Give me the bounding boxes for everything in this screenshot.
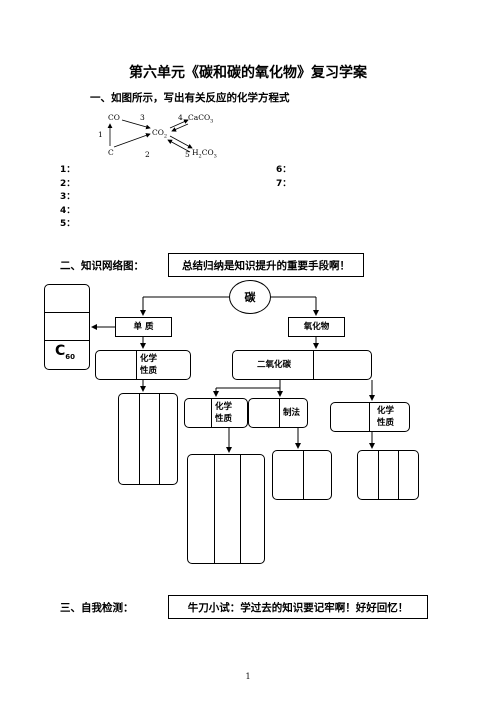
section2-note: 总结归纳是知识提升的重要手段啊！ [168, 253, 364, 277]
carbon-chem-label: 化学 性质 [140, 354, 158, 376]
co2-box: 二氧化碳 [232, 350, 372, 380]
oxide-box: 氧化物 [288, 317, 345, 337]
arrow-caco3-to-co2 [171, 123, 189, 132]
carbon-chem-detail-box [118, 393, 178, 485]
page-title: 第六单元《碳和碳的氧化物》复习学案 [129, 65, 367, 81]
section1-heading: 一、如图所示，写出有关反应的化学方程式 [90, 92, 290, 104]
arrow-c-to-co2 [113, 133, 151, 148]
formula-co: CO [108, 113, 120, 122]
reaction-number-3: 3 [140, 113, 145, 122]
section3-heading: 三、自我检测： [60, 602, 134, 614]
co2-prep-detail-box [272, 450, 332, 500]
co2-chem-box: 化学 性质 [184, 398, 248, 428]
co2-prep-label: 制法 [283, 408, 301, 418]
answers-left: 1： 2： 3： 4： 5： [60, 164, 75, 232]
formula-h2co3: H2CO3 [192, 148, 217, 160]
reaction-number-2: 2 [145, 150, 150, 159]
answer-6: 6： [276, 165, 292, 175]
allotropes-box: C60 [44, 284, 90, 370]
section3-note: 牛刀小试：学过去的知识要记牢啊！好好回忆！ [168, 595, 428, 619]
co-chem-box: 化学 性质 [330, 402, 410, 432]
co2-chem-label: 化学 性质 [215, 402, 233, 424]
co2-prep-box: 制法 [248, 398, 308, 428]
arrow-co-to-co2 [121, 119, 151, 130]
co2-chem-detail-box [187, 454, 265, 564]
c60-label: C60 [55, 343, 76, 361]
answers-right: 6： 7： [276, 164, 291, 191]
formula-c: C [108, 148, 114, 157]
arrow-co2-to-caco3 [169, 119, 189, 129]
section2-heading: 二、知识网络图： [60, 260, 144, 272]
answer-4: 4： [60, 205, 76, 216]
arrow-co2-to-h2co3 [169, 135, 193, 149]
reaction-number-1: 1 [98, 130, 103, 139]
co-chem-label: 化学 性质 [377, 406, 395, 428]
page-number: 1 [245, 672, 251, 681]
co-chem-detail-box [357, 450, 419, 500]
co2-label: 二氧化碳 [257, 360, 292, 370]
answer-5: 5： [60, 219, 76, 229]
answer-1: 1： [60, 165, 76, 175]
formula-caco3: CaCO3 [188, 113, 214, 125]
formula-co2: CO2 [152, 128, 168, 140]
root-carbon-node: 碳 [229, 280, 271, 314]
arrow-h2co3-to-co2 [167, 139, 191, 153]
answer-7: 7： [276, 178, 292, 189]
answer-3: 3： [60, 192, 76, 202]
answer-2: 2： [60, 178, 76, 189]
carbon-chem-box: 化学 性质 [95, 350, 191, 380]
simple-substance-box: 单 质 [115, 317, 172, 337]
reaction-number-5: 5 [185, 150, 190, 159]
reaction-number-4: 4 [178, 113, 183, 122]
